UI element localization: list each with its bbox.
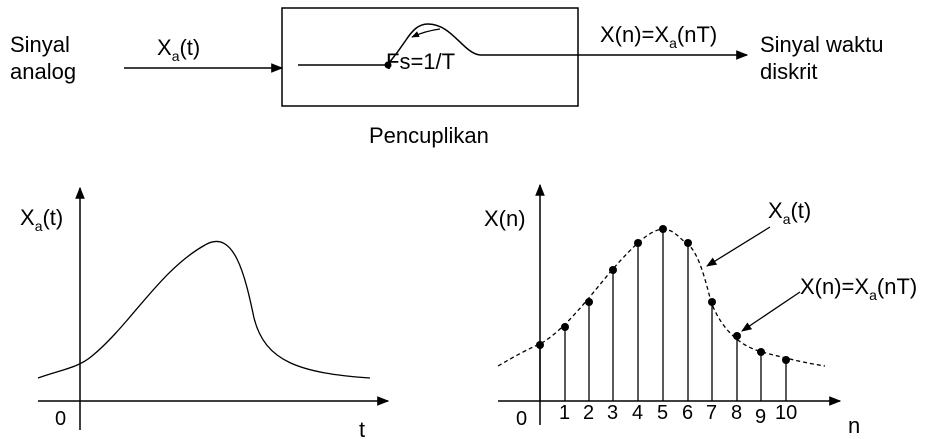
- sample-point: [757, 348, 765, 356]
- left-y-axis-label: Xa(t): [20, 205, 63, 234]
- sample-point: [782, 356, 790, 364]
- n-tick-label: 7: [706, 402, 717, 424]
- sample-point: [561, 323, 569, 331]
- right-x-axis-label: n: [848, 413, 860, 438]
- n-tick-label: 3: [607, 402, 618, 424]
- n-tick-label: 10: [775, 402, 797, 424]
- output-label-line1: Sinyal waktu: [760, 32, 884, 57]
- sample-point: [585, 298, 593, 306]
- rotation-arrow-icon: [411, 28, 441, 38]
- samples-annotation-label: X(n)=Xa(nT): [800, 274, 917, 303]
- output-label-line2: diskrit: [760, 59, 817, 84]
- envelope-annotation-arrow: [706, 226, 771, 267]
- n-tick-label: 6: [682, 402, 693, 424]
- n-tick-label: 9: [755, 406, 766, 428]
- right-y-axis-label: X(n): [484, 206, 526, 231]
- input-label-line2: analog: [10, 59, 76, 84]
- n-tick-label: 8: [731, 402, 742, 424]
- input-signal-label: Xa(t): [157, 35, 200, 64]
- sample-point: [733, 332, 741, 340]
- continuous-envelope-dashed: [497, 228, 826, 367]
- n-tick-label: 0: [516, 408, 527, 430]
- sampler-caption: Pencuplikan: [369, 123, 489, 148]
- sample-point: [609, 266, 617, 274]
- sampling-freq-label: Fs=1/T: [386, 49, 455, 74]
- n-tick-label: 4: [632, 402, 643, 424]
- analog-signal-curve: [37, 240, 371, 379]
- sample-point: [708, 298, 716, 306]
- sample-point: [536, 341, 544, 349]
- envelope-annotation-label: Xa(t): [768, 198, 811, 227]
- sample-point: [659, 225, 667, 233]
- n-tick-label: 2: [583, 402, 594, 424]
- sample-stems: [536, 225, 790, 401]
- sampler-box: [281, 7, 579, 107]
- left-origin-label: 0: [55, 408, 66, 430]
- sample-point: [634, 239, 642, 247]
- output-signal-label: X(n)=Xa(nT): [600, 22, 717, 51]
- left-x-axis-label: t: [359, 417, 365, 439]
- n-tick-labels: 0 1 2 3 4 5 6 7 8 9 10: [516, 402, 797, 430]
- samples-annotation-arrow: [741, 291, 801, 332]
- switch-blade: [388, 23, 481, 64]
- n-tick-label: 5: [657, 402, 668, 424]
- input-label-line1: Sinyal: [10, 32, 70, 57]
- sample-point: [684, 239, 692, 247]
- n-tick-label: 1: [559, 402, 570, 424]
